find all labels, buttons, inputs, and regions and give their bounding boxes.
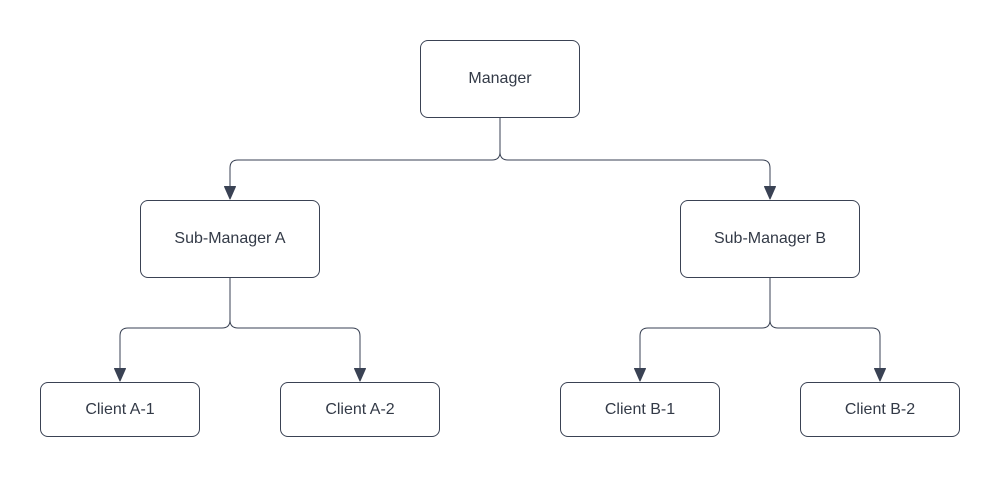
node-client-a1-label: Client A-1: [85, 400, 155, 418]
edge-manager-to-sub-manager-b: [499, 118, 771, 187]
arrowhead-icon: [224, 186, 236, 200]
arrowhead-icon: [874, 368, 886, 382]
node-sub-manager-a-label: Sub-Manager A: [174, 230, 286, 248]
edge-sub-manager-b-to-client-b1: [639, 278, 771, 369]
edge-manager-to-sub-manager-a: [229, 118, 501, 187]
node-sub-manager-b[interactable]: Sub-Manager B: [680, 200, 860, 278]
arrowhead-icon: [114, 368, 126, 382]
node-client-b1-label: Client B-1: [604, 400, 676, 418]
node-manager-label: Manager: [468, 70, 532, 88]
edge-sub-manager-b-to-client-b2: [769, 278, 881, 369]
arrowhead-icon: [764, 186, 776, 200]
arrowhead-icon: [634, 368, 646, 382]
arrowhead-icon: [354, 368, 366, 382]
node-sub-manager-b-label: Sub-Manager B: [713, 230, 827, 248]
node-client-b1[interactable]: Client B-1: [560, 382, 720, 437]
node-manager[interactable]: Manager: [420, 40, 580, 118]
edge-sub-manager-a-to-client-a1: [119, 278, 231, 369]
node-sub-manager-a[interactable]: Sub-Manager A: [140, 200, 320, 278]
edge-sub-manager-a-to-client-a2: [229, 278, 361, 369]
node-client-a1[interactable]: Client A-1: [40, 382, 200, 437]
node-client-a2[interactable]: Client A-2: [280, 382, 440, 437]
node-client-b2-label: Client B-2: [844, 400, 916, 418]
node-client-a2-label: Client A-2: [325, 400, 395, 418]
node-client-b2[interactable]: Client B-2: [800, 382, 960, 437]
